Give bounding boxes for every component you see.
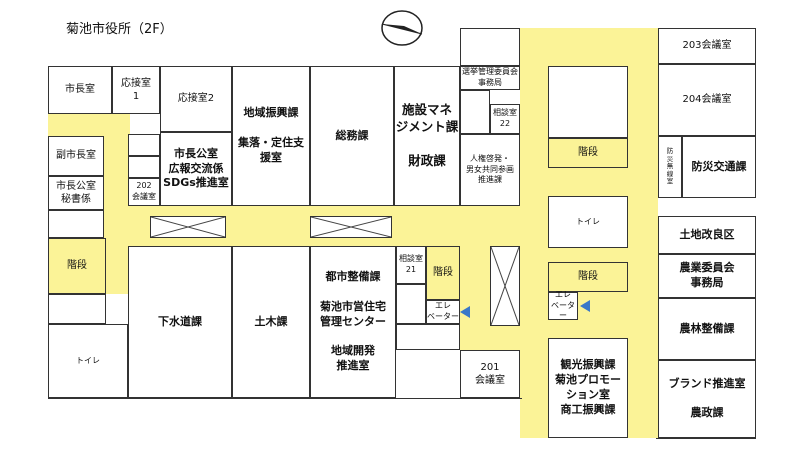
room-label: 204会議室	[682, 94, 732, 106]
stairs-label: 階段	[433, 267, 453, 279]
room-consult-21: 相談室 21	[396, 246, 426, 284]
room-land-improvement: 土地改良区	[658, 216, 756, 254]
toilet-label: トイレ	[76, 355, 100, 365]
room-tourism: 観光振興課 菊池プロモー ション室 商工振興課	[548, 338, 628, 438]
room-label: 202 会議室	[132, 181, 156, 201]
room-election: 選挙管理委員会 事務局	[460, 66, 520, 90]
room-blank	[460, 28, 520, 66]
room-label: 土木課	[254, 314, 288, 328]
room-pr-sdgs: 市長公室 広報交流係 SDGs推進室	[160, 132, 232, 206]
room-blank	[396, 284, 426, 324]
room-blank	[460, 90, 490, 134]
stairs-3: 階段	[48, 238, 106, 294]
room-label: 都市整備課 菊池市営住宅 管理センター 地域開発 推進室	[320, 270, 386, 373]
corridor	[104, 134, 128, 294]
void-x	[490, 246, 520, 326]
room-label: ブランド推進室 農政課	[668, 376, 746, 420]
room-label: 観光振興課 菊池プロモー ション室 商工振興課	[555, 358, 621, 416]
room-label: 副市長室	[56, 150, 96, 162]
room-blank	[128, 134, 160, 156]
stairs-2: 階段	[548, 262, 628, 292]
room-meeting-203: 203会議室	[658, 28, 756, 64]
room-label: 防災交通課	[691, 159, 747, 173]
room-vice-mayor: 副市長室	[48, 136, 104, 176]
room-label: 人権啓発・ 男女共同参画 推進課	[466, 153, 514, 185]
room-label: 201 会議室	[475, 361, 505, 387]
room-blank	[48, 294, 106, 324]
corridor	[48, 114, 130, 136]
room-label: 総務課	[335, 128, 369, 142]
room-civil: 土木課	[232, 246, 310, 398]
room-label: 施設マネ ジメント課 財政課	[395, 102, 459, 168]
room-agri-forest: 農林整備課	[658, 298, 756, 360]
stairs-1: 階段	[548, 138, 628, 168]
compass-icon	[372, 8, 432, 48]
room-label: 地域振興課 集落・定住支 援室	[238, 106, 304, 164]
room-meeting-202: 202 会議室	[128, 178, 160, 206]
elevator-left: エレ ベーター	[426, 300, 460, 324]
room-urban: 都市整備課 菊池市営住宅 管理センター 地域開発 推進室	[310, 246, 396, 398]
room-general-affairs: 総務課	[310, 66, 394, 206]
room-consult-22: 相談室 22	[490, 104, 520, 134]
room-label: 市長公室 広報交流係 SDGs推進室	[163, 146, 229, 190]
room-label: 市長公室 秘書係	[56, 180, 96, 206]
elevator-right: エレ ベーター	[548, 289, 578, 321]
room-facility-finance: 施設マネ ジメント課 財政課	[394, 66, 460, 206]
room-blank	[48, 210, 104, 238]
room-label: 相談室 21	[399, 254, 423, 274]
room-label: 農業委員会 事務局	[679, 261, 735, 289]
room-human-rights: 人権啓発・ 男女共同参画 推進課	[460, 134, 520, 206]
elevator-label: エレ ベーター	[427, 301, 459, 321]
room-label: 応接室2	[177, 93, 215, 105]
page-title: 菊池市役所（2F）	[66, 22, 173, 37]
room-secretary: 市長公室 秘書係	[48, 176, 104, 210]
room-blank	[128, 156, 160, 178]
room-regional: 地域振興課 集落・定住支 援室	[232, 66, 310, 206]
wall	[48, 398, 522, 399]
elevator-label: エレ ベーター	[551, 289, 575, 321]
void-x	[310, 216, 392, 238]
wall	[656, 438, 756, 439]
room-disaster-traffic: 防災交通課	[682, 136, 756, 198]
room-reception-2: 応接室2	[160, 66, 232, 132]
void-x	[150, 216, 226, 238]
stairs-label: 階段	[67, 260, 87, 272]
room-meeting-201: 201 会議室	[460, 350, 520, 398]
room-label: 防 災 無 線 室	[666, 147, 674, 186]
corridor	[628, 96, 658, 438]
room-reception-1: 応接室 1	[112, 66, 160, 114]
room-blank	[548, 66, 628, 138]
corridor	[48, 238, 106, 294]
room-blank	[396, 324, 460, 350]
toilet-right: トイレ	[548, 196, 628, 248]
room-brand-agri: ブランド推進室 農政課	[658, 360, 756, 438]
room-label: 選挙管理委員会 事務局	[462, 67, 518, 87]
room-label: 農林整備課	[679, 321, 735, 335]
stairs-label: 階段	[578, 271, 598, 283]
room-agri-committee: 農業委員会 事務局	[658, 254, 756, 298]
room-label: 相談室 22	[493, 108, 517, 128]
room-label: 203会議室	[682, 40, 732, 52]
elevator-arrow-icon	[580, 300, 590, 312]
stairs-4: 階段	[426, 246, 460, 300]
room-label: 土地改良区	[679, 227, 735, 241]
stairs-label: 階段	[578, 147, 598, 159]
room-mayor: 市長室	[48, 66, 112, 114]
room-meeting-204: 204会議室	[658, 64, 756, 136]
toilet-label: トイレ	[576, 216, 600, 226]
room-sewer: 下水道課	[128, 246, 232, 398]
room-disaster-radio: 防 災 無 線 室	[658, 136, 682, 198]
room-label: 市長室	[65, 84, 95, 96]
room-label: 下水道課	[158, 314, 202, 328]
elevator-arrow-icon	[460, 306, 470, 318]
toilet-left: トイレ	[48, 324, 128, 398]
room-label: 応接室 1	[121, 77, 151, 103]
